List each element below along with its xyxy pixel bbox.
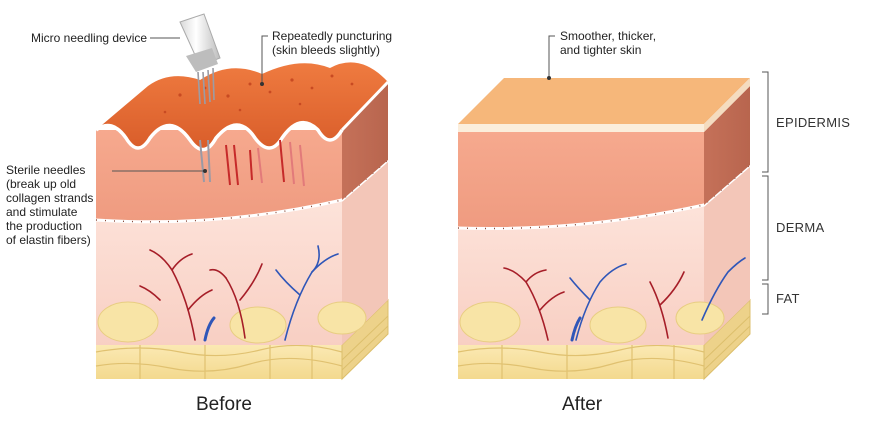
label-device: Micro needling device [31,31,148,45]
before-dotted-line [95,158,389,224]
label-needles-line2: (break up old [6,177,77,191]
after-top-surface [458,78,750,124]
label-puncturing-line2: (skin bleeds slightly) [272,43,381,57]
before-needle-tracks [199,139,305,187]
after-skin-block [457,35,751,381]
label-needles: Sterile needles (break up old collagen s… [6,163,93,247]
after-upper-dermis [458,132,704,229]
after-veins [569,257,746,342]
label-puncturing-line1: Repeatedly puncturing [272,29,393,43]
label-result-line1: Smoother, thicker, [560,29,657,43]
layer-label-derma: DERMA [776,220,825,235]
layer-brackets [762,71,769,315]
label-needles-line3: collagen strands [6,191,94,205]
before-fat-globules [97,301,367,344]
before-fat-front [96,345,342,379]
after-leader-line [548,35,555,78]
label-needles-line4: and stimulate [6,205,78,219]
before-veins [203,245,339,342]
before-puncture-spots [163,74,354,114]
before-skin-block [94,13,390,381]
after-fat-front [458,345,704,379]
before-leader-lines [112,35,268,172]
after-arteries [503,267,685,341]
microneedling-device-icon [179,13,221,105]
label-result-line2: and tighter skin [560,43,642,57]
caption-after: After [562,394,603,415]
before-lower-dermis [96,200,342,345]
before-top-surface [96,62,388,150]
before-wave-rim [94,120,344,152]
after-lower-dermis [458,205,704,345]
before-fat-cells [95,344,343,379]
label-needles-line6: of elastin fibers) [6,233,91,247]
label-puncturing: Repeatedly puncturing (skin bleeds sligh… [272,29,392,57]
label-result: Smoother, thicker, and tighter skin [560,29,656,57]
after-fat-globules [459,301,725,344]
caption-before: Before [196,394,252,415]
before-arteries [139,249,263,341]
before-lower-dermis-side [342,160,388,345]
after-lower-dermis-side [704,165,750,345]
after-side-wall [704,86,750,205]
label-needles-line5: the production [6,219,83,233]
layer-label-epidermis: EPIDERMIS [776,115,851,130]
label-needles-line1: Sterile needles [6,163,86,177]
before-side-wall [342,82,388,200]
after-epidermis-band [458,124,704,132]
layer-label-fat: FAT [776,291,800,306]
